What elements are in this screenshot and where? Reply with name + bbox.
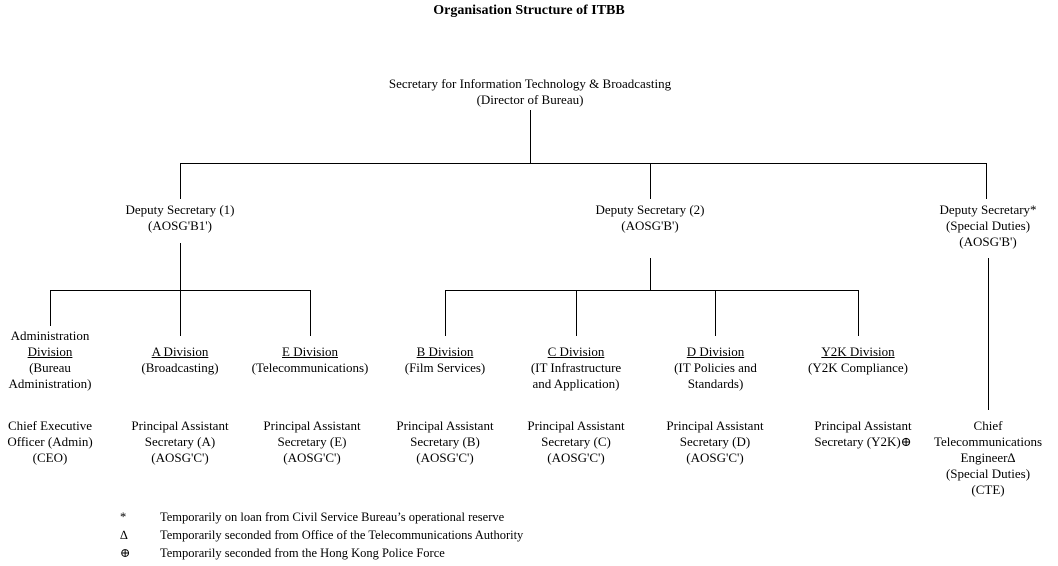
node-y2k-division-line2: (Y2K Compliance) xyxy=(807,360,908,375)
node-e-division-line1: E Division xyxy=(282,344,338,359)
footnote-text-asterisk: Temporarily on loan from Civil Service B… xyxy=(160,510,505,524)
node-pas-e-line2: Secretary (E) xyxy=(277,434,347,449)
node-ceo[interactable]: Chief Executive Officer (Admin) (CEO) xyxy=(0,418,110,466)
node-pas-d-line2: Secretary (D) xyxy=(679,434,751,449)
node-secretary[interactable]: Secretary for Information Technology & B… xyxy=(330,76,730,108)
footnote-symbol-circled-plus: ⊕ xyxy=(120,546,131,560)
node-pas-c[interactable]: Principal Assistant Secretary (C) (AOSG'… xyxy=(506,418,646,466)
node-deputy-special-line1: Deputy Secretary* xyxy=(939,202,1037,217)
node-pas-b-line2: Secretary (B) xyxy=(410,434,480,449)
node-d-division[interactable]: D Division (IT Policies and Standards) xyxy=(648,344,783,392)
node-pas-a[interactable]: Principal Assistant Secretary (A) (AOSG'… xyxy=(110,418,250,466)
connector-deputy2-drop xyxy=(650,163,651,199)
node-a-division[interactable]: A Division (Broadcasting) xyxy=(110,344,250,376)
connector-deputy1-drop xyxy=(180,163,181,199)
node-deputy2-line2: (AOSG'B') xyxy=(621,218,679,233)
node-pas-c-line1: Principal Assistant xyxy=(527,418,625,433)
node-b-division[interactable]: B Division (Film Services) xyxy=(380,344,510,376)
node-deputy-secretary-special[interactable]: Deputy Secretary* (Special Duties) (AOSG… xyxy=(898,202,1058,250)
connector-d-division-drop xyxy=(715,290,716,336)
footnotes: * Temporarily on loan from Civil Service… xyxy=(120,508,523,562)
node-admin-division-line3: (Bureau xyxy=(29,360,71,375)
node-cte-line3: Engineer∆ xyxy=(960,450,1016,465)
node-d-division-line3: Standards) xyxy=(687,376,744,391)
footnote-row: ⊕ Temporarily seconded from the Hong Kon… xyxy=(120,544,523,562)
node-secretary-line1: Secretary for Information Technology & B… xyxy=(388,76,672,91)
node-deputy-special-line2: (Special Duties) xyxy=(945,218,1031,233)
node-e-division-line2: (Telecommunications) xyxy=(251,360,369,375)
node-admin-division-line4: Administration) xyxy=(8,376,92,391)
node-pas-e-line3: (AOSG'C') xyxy=(283,450,341,465)
connector-secretary-down xyxy=(530,110,531,163)
node-a-division-line2: (Broadcasting) xyxy=(141,360,219,375)
node-d-division-line2: (IT Policies and xyxy=(674,360,757,375)
node-y2k-division-line1: Y2K Division xyxy=(821,344,895,359)
node-pas-c-line2: Secretary (C) xyxy=(541,434,611,449)
node-admin-division-line2: Division xyxy=(27,344,73,359)
footnote-text-delta: Temporarily seconded from Office of the … xyxy=(160,528,524,542)
node-ceo-line3: (CEO) xyxy=(32,450,68,465)
node-deputy-secretary-2[interactable]: Deputy Secretary (2) (AOSG'B') xyxy=(550,202,750,234)
node-pas-y2k-line2: Secretary (Y2K)⊕ xyxy=(814,434,912,449)
footnote-row: * Temporarily on loan from Civil Service… xyxy=(120,508,523,526)
node-pas-a-line3: (AOSG'C') xyxy=(151,450,209,465)
connector-right-bus xyxy=(445,290,859,291)
connector-y2k-division-drop xyxy=(858,290,859,336)
node-deputy1-line2: (AOSG'B1') xyxy=(148,218,212,233)
footnote-row: ∆ Temporarily seconded from Office of th… xyxy=(120,526,523,544)
connector-e-division-drop xyxy=(310,290,311,336)
node-ceo-line1: Chief Executive xyxy=(7,418,93,433)
node-cte-line4: (Special Duties) xyxy=(945,466,1031,481)
node-pas-d[interactable]: Principal Assistant Secretary (D) (AOSG'… xyxy=(645,418,785,466)
node-pas-y2k[interactable]: Principal Assistant Secretary (Y2K)⊕ xyxy=(788,418,938,450)
node-pas-b-line1: Principal Assistant xyxy=(396,418,494,433)
node-pas-e-line1: Principal Assistant xyxy=(263,418,361,433)
node-ceo-line2: Officer (Admin) xyxy=(7,434,93,449)
node-c-division-line1: C Division xyxy=(547,344,605,359)
node-c-division-line2: (IT Infrastructure xyxy=(530,360,622,375)
node-pas-c-line3: (AOSG'C') xyxy=(547,450,605,465)
node-b-division-line2: (Film Services) xyxy=(404,360,486,375)
node-pas-b[interactable]: Principal Assistant Secretary (B) (AOSG'… xyxy=(375,418,515,466)
node-pas-b-line3: (AOSG'C') xyxy=(416,450,474,465)
connector-deputy-special-drop xyxy=(986,163,987,199)
node-cte-line2: Telecommunications xyxy=(933,434,1043,449)
node-cte[interactable]: Chief Telecommunications Engineer∆ (Spec… xyxy=(918,418,1058,498)
node-administration-division[interactable]: Administration Division (Bureau Administ… xyxy=(0,328,120,392)
node-deputy-secretary-1[interactable]: Deputy Secretary (1) (AOSG'B1') xyxy=(80,202,280,234)
node-cte-line1: Chief xyxy=(973,418,1003,433)
node-deputy-special-line3: (AOSG'B') xyxy=(959,234,1017,249)
node-y2k-division[interactable]: Y2K Division (Y2K Compliance) xyxy=(783,344,933,376)
footnote-text-circled-plus: Temporarily seconded from the Hong Kong … xyxy=(160,546,445,560)
connector-cte-drop xyxy=(988,258,989,410)
connector-top-bus xyxy=(180,163,986,164)
node-pas-d-line1: Principal Assistant xyxy=(666,418,764,433)
node-deputy1-line1: Deputy Secretary (1) xyxy=(125,202,235,217)
connector-admin-division-drop xyxy=(50,290,51,326)
node-d-division-line1: D Division xyxy=(686,344,745,359)
footnote-symbol-delta: ∆ xyxy=(120,528,128,542)
node-b-division-line1: B Division xyxy=(416,344,474,359)
connector-c-division-drop xyxy=(576,290,577,336)
connector-b-division-drop xyxy=(445,290,446,336)
node-c-division[interactable]: C Division (IT Infrastructure and Applic… xyxy=(506,344,646,392)
node-secretary-line2: (Director of Bureau) xyxy=(476,92,584,107)
node-pas-y2k-line1: Principal Assistant xyxy=(814,418,912,433)
connector-deputy1-down xyxy=(180,243,181,290)
connector-deputy2-down xyxy=(650,258,651,291)
node-cte-line5: (CTE) xyxy=(971,482,1005,497)
footnote-symbol-asterisk: * xyxy=(120,510,127,524)
node-pas-a-line2: Secretary (A) xyxy=(144,434,216,449)
node-pas-e[interactable]: Principal Assistant Secretary (E) (AOSG'… xyxy=(242,418,382,466)
page-title: Organisation Structure of ITBB xyxy=(433,3,625,18)
node-pas-a-line1: Principal Assistant xyxy=(131,418,229,433)
node-deputy2-line1: Deputy Secretary (2) xyxy=(595,202,705,217)
node-c-division-line3: and Application) xyxy=(532,376,620,391)
node-admin-division-line1: Administration xyxy=(10,328,90,343)
node-pas-d-line3: (AOSG'C') xyxy=(686,450,744,465)
connector-a-division-drop xyxy=(180,290,181,336)
node-a-division-line1: A Division xyxy=(151,344,209,359)
node-e-division[interactable]: E Division (Telecommunications) xyxy=(225,344,395,376)
